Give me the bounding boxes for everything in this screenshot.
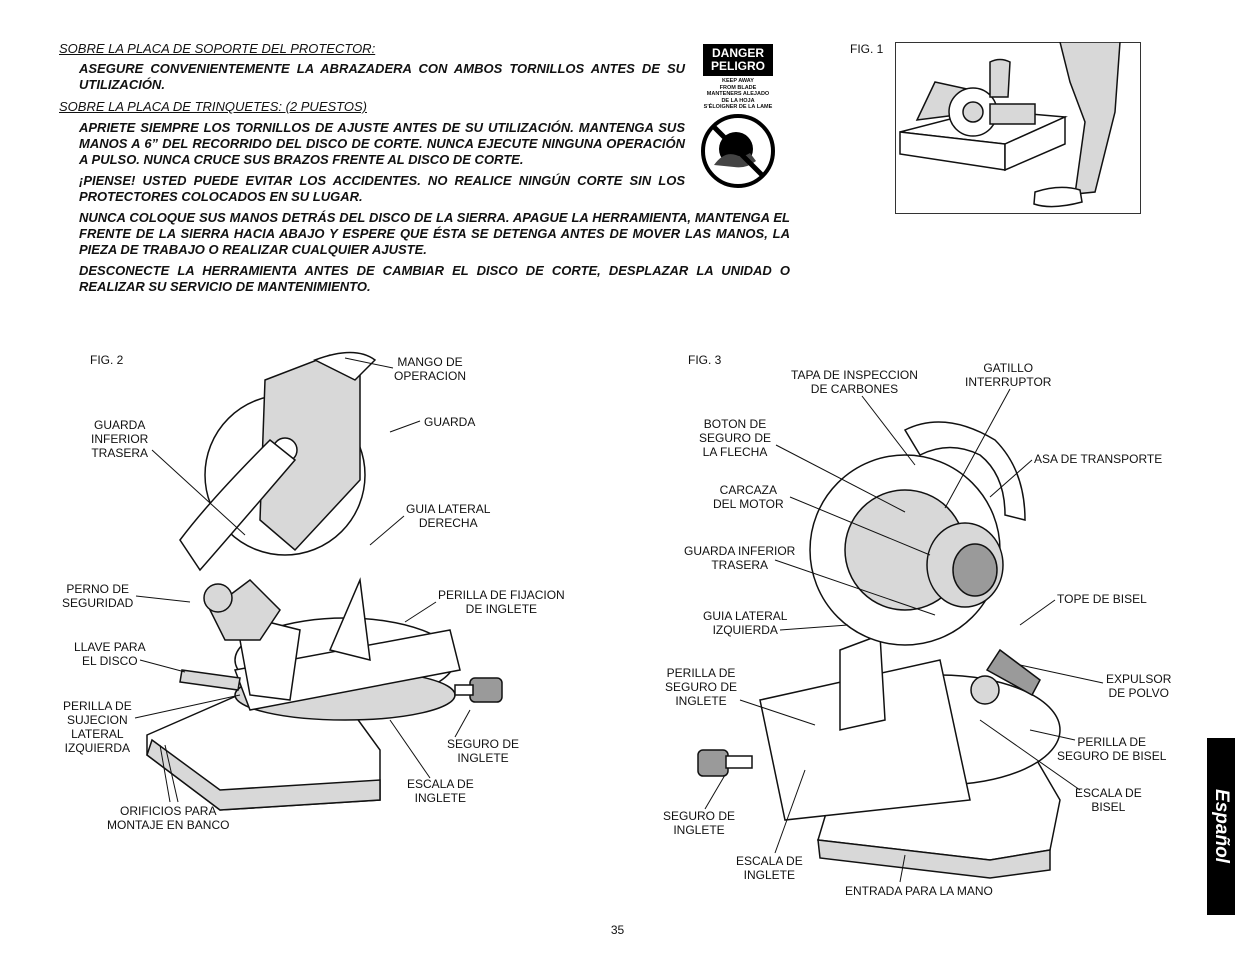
fig2-illustration <box>146 351 503 811</box>
ratchet-warning-2: ¡PIENSE! USTED PUEDE EVITAR LOS ACCIDENT… <box>79 173 685 204</box>
side-tab-label: Español <box>1211 789 1232 863</box>
guard-plate-text: ASEGURE CONVENIENTEMENTE LA ABRAZADERA C… <box>79 61 685 92</box>
ratchet-plate-title: SOBRE LA PLACA DE TRINQUETES: (2 PUESTOS… <box>59 99 367 114</box>
peligro-text: PELIGRO <box>710 59 765 73</box>
ratchet-warning-1: APRIETE SIEMPRE LOS TORNILLOS DE AJUSTE … <box>79 120 685 167</box>
danger-sub-2: FROM BLADE <box>719 84 757 91</box>
page-number: 35 <box>610 923 625 937</box>
ratchet-warning-4: DESCONECTE LA HERRAMIENTA ANTES DE CAMBI… <box>79 263 790 294</box>
fig1-illustration <box>895 42 1141 214</box>
fig1-title: FIG. 1 <box>850 42 884 56</box>
no-hands-icon <box>701 113 775 188</box>
fig3-label-entrada-mano: ENTRADA PARA LA MANO <box>845 884 993 898</box>
language-side-tab: Español <box>1207 738 1235 915</box>
fig2-label-guarda: GUARDA <box>424 415 476 429</box>
danger-sub-1: KEEP AWAY <box>722 78 754 84</box>
ratchet-warning-3: NUNCA COLOQUE SUS MANOS DETRÁS DEL DISCO… <box>79 210 790 257</box>
danger-sub-4: DE LA HOJA <box>721 97 755 104</box>
danger-text: DANGER <box>711 46 764 60</box>
danger-label: DANGER PELIGRO KEEP AWAY FROM BLADE MANT… <box>700 44 776 189</box>
danger-sub-5: S'ÉLOIGNER DE LA LAME <box>703 104 773 110</box>
fig3-title: FIG. 3 <box>688 353 722 367</box>
fig2-title: FIG. 2 <box>90 353 124 367</box>
danger-sub-3: MANTENERS ALEJADO <box>706 91 770 97</box>
fig3-label-tope-bisel: TOPE DE BISEL <box>1057 592 1147 606</box>
fig3-illustration <box>697 421 1061 879</box>
guard-plate-title: SOBRE LA PLACA DE SOPORTE DEL PROTECTOR: <box>59 41 376 56</box>
fig3-label-asa: ASA DE TRANSPORTE <box>1034 452 1163 466</box>
